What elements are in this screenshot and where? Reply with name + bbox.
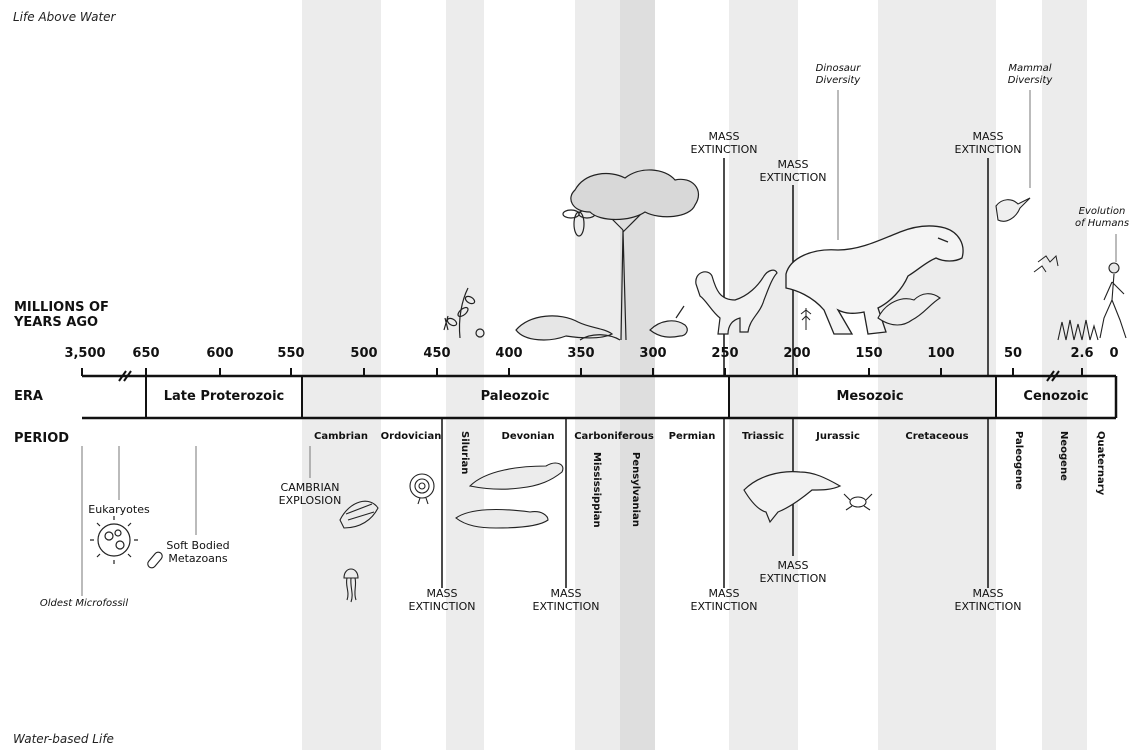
mammal-diversity-label: Mammal Diversity	[1007, 63, 1053, 86]
period-label: Permian	[668, 431, 716, 442]
trilobite-icon	[339, 500, 379, 529]
tick-label: 2.6	[1070, 346, 1094, 361]
fish-icon	[455, 509, 549, 529]
period-label: Carboniferous	[574, 431, 654, 442]
cell-icon	[90, 516, 138, 564]
mass-extinction-label: MASS EXTINCTION	[408, 587, 476, 613]
soft-bodied-label: Soft Bodied Metazoans	[166, 539, 230, 565]
era-label: Mesozoic	[836, 389, 904, 404]
marine-reptile-icon	[743, 471, 842, 524]
fish-icon	[468, 462, 564, 490]
mass-extinction-label: MASS EXTINCTION	[759, 559, 827, 585]
tick-label: 650	[132, 346, 160, 361]
time-axis-header: MILLIONS OF YEARS AGO	[14, 300, 109, 330]
human-icon	[1057, 262, 1127, 341]
fern-icon	[800, 308, 812, 330]
time-header-line2: YEARS AGO	[14, 315, 99, 330]
tick-label: 50	[1003, 346, 1023, 361]
tick-label: 450	[423, 346, 451, 361]
eukaryotes-label: Eukaryotes	[88, 503, 150, 516]
amphibian-icon	[515, 315, 621, 341]
period-label: Devonian	[501, 431, 555, 442]
mass-extinction-label: MASS EXTINCTION	[690, 587, 758, 613]
insect-icon	[562, 209, 596, 237]
tick-label: 600	[206, 346, 234, 361]
tick-label: 200	[783, 346, 811, 361]
tick-label: 350	[567, 346, 595, 361]
period-label: Cretaceous	[905, 431, 969, 442]
period-label: Cambrian	[314, 431, 368, 442]
mass-extinction-label: MASS EXTINCTION	[954, 587, 1022, 613]
era-header: ERA	[14, 389, 43, 404]
crab-icon	[843, 493, 873, 511]
tick-label: 550	[277, 346, 305, 361]
trex-icon	[785, 225, 964, 335]
era-label: Paleozoic	[480, 389, 550, 404]
tick-label: 500	[350, 346, 378, 361]
dinosaur-diversity-label: Dinosaur Diversity	[815, 63, 861, 86]
bacterium-icon	[147, 551, 163, 569]
tick-label: 100	[927, 346, 955, 361]
mammal-icon	[1033, 254, 1059, 273]
era-label: Cenozoic	[1023, 389, 1089, 404]
period-header: PERIOD	[14, 431, 70, 446]
jellyfish-icon	[343, 568, 359, 603]
tick-label: 250	[711, 346, 739, 361]
tick-label: 3,500	[64, 346, 106, 361]
period-label: Jurassic	[816, 431, 860, 442]
raptor-icon	[877, 293, 941, 326]
oldest-microfossil-label: Oldest Microfossil	[39, 598, 129, 609]
plant-icon	[443, 287, 485, 339]
era-label: Late Proterozoic	[163, 389, 285, 404]
mass-extinction-label: MASS EXTINCTION	[954, 130, 1022, 156]
cambrian-explosion-label: CAMBRIAN EXPLOSION	[278, 481, 342, 507]
period-label: Ordovician	[380, 431, 442, 442]
top-corner-label: Life Above Water	[13, 10, 116, 24]
dinosaur-icon	[695, 269, 778, 335]
period-label-vertical: Pensylvanian	[630, 452, 641, 527]
period-label-vertical: Silurian	[459, 431, 470, 475]
evolution-humans-label: Evolution of Humans	[1074, 206, 1130, 229]
period-label-vertical: Mississippian	[591, 452, 602, 528]
tree-icon	[570, 169, 700, 341]
period-label-vertical: Paleogene	[1013, 431, 1024, 490]
bottom-corner-label: Water-based Life	[13, 732, 114, 746]
mass-extinction-label: MASS EXTINCTION	[759, 158, 827, 184]
bird-icon	[995, 197, 1031, 222]
tick-label: 0	[1109, 346, 1119, 361]
tick-label: 150	[855, 346, 883, 361]
tick-label: 400	[495, 346, 523, 361]
lizard-icon	[649, 305, 688, 338]
mass-extinction-label: MASS EXTINCTION	[532, 587, 600, 613]
mass-extinction-label: MASS EXTINCTION	[690, 130, 758, 156]
period-label-vertical: Neogene	[1058, 431, 1069, 481]
time-header-line1: MILLIONS OF	[14, 300, 109, 315]
ammonite-icon	[409, 473, 435, 505]
period-label-vertical: Quaternary	[1095, 431, 1106, 496]
tick-label: 300	[639, 346, 667, 361]
period-label: Triassic	[741, 431, 785, 442]
